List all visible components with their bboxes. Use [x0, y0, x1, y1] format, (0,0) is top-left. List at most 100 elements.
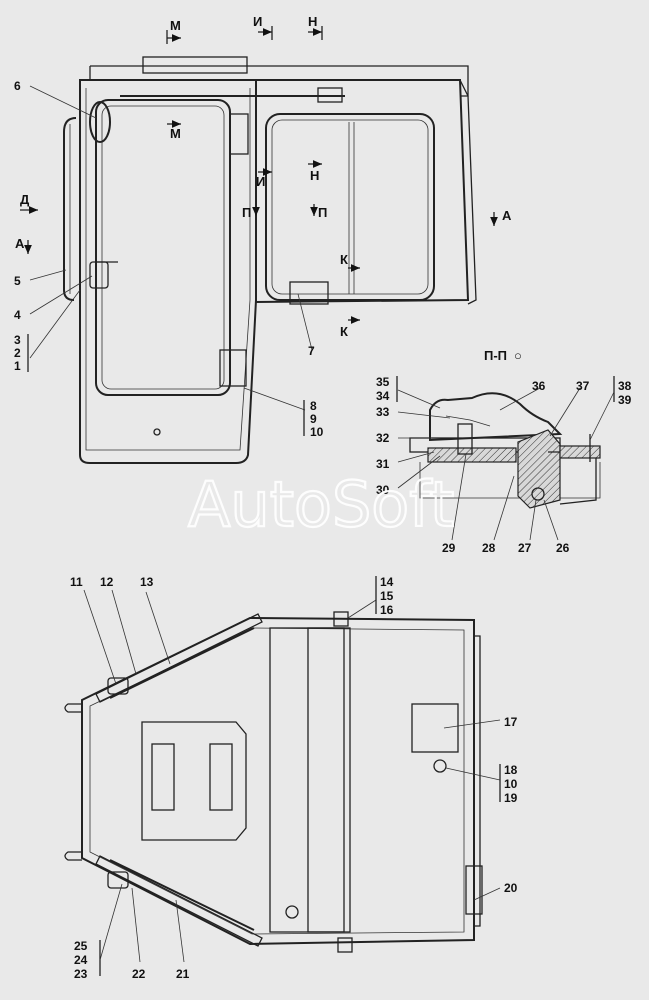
callout-26: 26: [556, 541, 570, 555]
door-window-inner: [101, 105, 225, 390]
left-pin-lower: [64, 851, 82, 861]
roof-hatch: [142, 56, 248, 74]
callout-28: 28: [482, 541, 496, 555]
view-label-i-mid: И: [256, 174, 265, 189]
top-bracket: [333, 611, 349, 627]
floor-drain-hole: [285, 905, 299, 919]
latch-body: [429, 392, 563, 442]
callout-16: 16: [380, 603, 394, 617]
callout-36: 36: [532, 379, 546, 393]
bottom-bracket: [337, 937, 353, 953]
cab-plan-view: [64, 611, 483, 953]
door-handle: [89, 261, 109, 289]
handrail: [63, 117, 77, 301]
plan-outline: [81, 616, 475, 946]
callout-24: 24: [74, 953, 88, 967]
view-label-i-top: И: [253, 14, 262, 29]
callout-8: 8: [310, 399, 317, 413]
callout-12: 12: [100, 575, 114, 589]
lower-door-rail: [95, 855, 263, 947]
view-label-m-top: М: [170, 18, 181, 33]
section-symbol: ○: [514, 348, 522, 363]
callout-20: 20: [504, 881, 518, 895]
view-labels: М И Н М Н И Д А А П П К К: [15, 14, 512, 339]
callout-21: 21: [176, 967, 190, 981]
callout-18: 18: [504, 763, 518, 777]
view-label-a-right: А: [502, 208, 512, 223]
callout-23: 23: [74, 967, 88, 981]
callout-29: 29: [442, 541, 456, 555]
mirror: [89, 101, 111, 143]
leaders-top: [27, 85, 313, 436]
callout-30: 30: [376, 483, 390, 497]
seat-mount-plate: [411, 703, 459, 753]
cab-side-view: [63, 56, 477, 464]
callout-13: 13: [140, 575, 154, 589]
view-label-m-mid: М: [170, 126, 181, 141]
view-label-p-left: П: [242, 205, 251, 220]
callout-2: 2: [14, 346, 21, 360]
callout-7: 7: [308, 344, 315, 358]
watermark-text: AutoSoft: [188, 468, 454, 541]
view-label-n-mid: Н: [310, 168, 319, 183]
side-window-inner: [271, 119, 429, 295]
view-label-a-left: А: [15, 236, 25, 251]
lower-hinge: [219, 349, 247, 387]
callout-17: 17: [504, 715, 518, 729]
section-p-p: П-П ○: [409, 348, 601, 509]
side-window: [265, 113, 435, 301]
callout-14: 14: [380, 575, 394, 589]
floor-cutout-left: [151, 743, 175, 811]
callout-27: 27: [518, 541, 532, 555]
upper-door-latch: [107, 677, 129, 695]
leaders-bottom: [83, 576, 501, 976]
view-label-n-top: Н: [308, 14, 317, 29]
callout-19: 19: [504, 791, 518, 805]
floor-plate: [141, 721, 247, 841]
callout-3: 3: [14, 333, 21, 347]
section-top-strip: [559, 445, 601, 459]
view-label-k-upper: К: [340, 252, 348, 267]
lower-door-latch: [107, 871, 129, 889]
callout-37: 37: [576, 379, 590, 393]
callouts-bottom: 11 12 13 14 15 16 17 18 10 19 20 25 24 2…: [70, 575, 518, 981]
callout-9: 9: [310, 412, 317, 426]
callouts-top: 6 5 4 3 2 1 7 8 9 10: [14, 79, 324, 439]
door-outline: [79, 79, 257, 464]
callout-33: 33: [376, 405, 390, 419]
callout-10-bottom: 10: [504, 777, 518, 791]
section-seal-block: [517, 429, 561, 509]
side-panel-outline: [255, 79, 470, 304]
view-label-p-right: П: [318, 205, 327, 220]
door-window: [95, 99, 231, 396]
view-label-k-lower: К: [340, 324, 348, 339]
rear-bracket: [465, 865, 483, 915]
section-seal-ring: [531, 487, 545, 501]
callout-31: 31: [376, 457, 390, 471]
rear-panel: [459, 79, 477, 305]
wiper-motor: [317, 87, 343, 103]
lock-hole: [153, 428, 161, 436]
callouts-section: 35 34 33 32 31 30 36 37 38 39 29 28 27 2…: [376, 375, 632, 555]
floor-cutout-right: [209, 743, 233, 811]
callout-5: 5: [14, 274, 21, 288]
callout-1: 1: [14, 359, 21, 373]
center-floor-channel: [269, 627, 351, 933]
callout-4: 4: [14, 308, 21, 322]
callout-34: 34: [376, 389, 390, 403]
callout-38: 38: [618, 379, 632, 393]
section-arrows: [20, 26, 498, 324]
window-latch: [289, 281, 329, 305]
callout-32: 32: [376, 431, 390, 445]
seat-mount-hole: [433, 759, 447, 773]
callout-22: 22: [132, 967, 146, 981]
upper-door-rail: [95, 613, 263, 703]
door-inner-contour: [85, 88, 251, 451]
plan-inner-outline: [89, 627, 465, 935]
callout-6: 6: [14, 79, 21, 93]
callout-11: 11: [70, 575, 83, 589]
left-pin-upper: [64, 703, 82, 713]
section-title: П-П: [484, 348, 507, 363]
